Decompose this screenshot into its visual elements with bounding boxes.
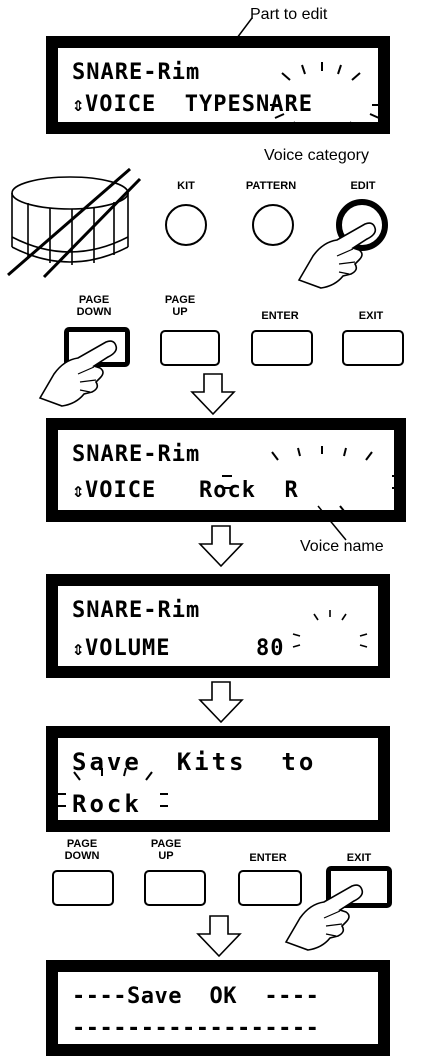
lcd-line-parameter: ⇕VOICE Rock R [72, 478, 299, 503]
lcd-screen-voice-name: SNARE-Rim ⇕VOICE Rock R [46, 418, 406, 522]
page-down-label: PAGE DOWN [76, 294, 112, 318]
blink-rays-icon [292, 610, 368, 648]
blink-rays-icon [58, 767, 168, 831]
volume-value: 80 [256, 636, 285, 661]
voice-name-value: Rock R [199, 478, 299, 503]
down-arrow-icon [198, 525, 244, 568]
pattern-knob-label: PATTERN [245, 180, 297, 192]
snare-drum-icon [7, 167, 142, 279]
exit-button[interactable] [342, 330, 404, 366]
page-up-button[interactable] [160, 330, 220, 366]
lcd-screen-save-kits: Save Kits to Rock [46, 726, 390, 832]
exit-label: EXIT [358, 310, 384, 322]
kit-knob[interactable] [165, 204, 207, 246]
page-down-button[interactable] [52, 870, 114, 906]
up-down-arrow-icon: ⇕ [72, 92, 86, 116]
parameter-name: VOICE [85, 478, 157, 503]
lcd-screen-save-ok: ----Save OK ---- ------------------ [46, 960, 390, 1056]
parameter-name: VOICE TYPE [85, 92, 242, 117]
edit-knob-label: EDIT [350, 180, 376, 192]
lcd-line-parameter: ⇕VOLUME 80 [72, 636, 285, 661]
save-target-value: Rock [72, 790, 142, 818]
pattern-knob[interactable] [252, 204, 294, 246]
down-arrow-icon [190, 373, 236, 416]
lcd-line-part: SNARE-Rim [72, 598, 201, 623]
enter-label: ENTER [261, 310, 299, 322]
lcd-screen-volume: SNARE-Rim ⇕VOLUME 80 [46, 574, 390, 678]
blink-rays-icon [270, 62, 382, 131]
save-ok-message: ----Save OK ---- [72, 984, 320, 1009]
part-to-edit-label: Part to edit [250, 6, 328, 23]
lcd-dash-line: ------------------ [72, 1016, 320, 1041]
blink-rays-icon [222, 446, 402, 541]
lcd-screen-voice-type: SNARE-Rim ⇕VOICE TYPESNARE [46, 36, 390, 134]
page-up-label: PAGE UP [164, 294, 196, 318]
lcd-line-save-prompt: Save Kits to [72, 748, 317, 776]
pointing-hand-icon [284, 884, 364, 951]
exit-label: EXIT [346, 852, 372, 864]
enter-button[interactable] [251, 330, 313, 366]
lcd-line-part: SNARE-Rim [72, 442, 201, 467]
page-down-label: PAGE DOWN [64, 838, 100, 862]
enter-label: ENTER [249, 852, 287, 864]
down-arrow-icon [196, 915, 242, 958]
voice-name-label: Voice name [300, 538, 384, 555]
enter-button[interactable] [238, 870, 302, 906]
parameter-name: VOLUME [85, 636, 171, 661]
voice-category-label: Voice category [264, 147, 369, 164]
pointing-hand-icon [297, 222, 377, 289]
up-down-arrow-icon: ⇕ [72, 636, 86, 660]
down-arrow-icon [198, 681, 244, 724]
pointing-hand-icon [38, 340, 118, 407]
kit-knob-label: KIT [177, 180, 195, 192]
page-up-button[interactable] [144, 870, 206, 906]
lcd-line-part: SNARE-Rim [72, 60, 201, 85]
page-up-label: PAGE UP [150, 838, 182, 862]
up-down-arrow-icon: ⇕ [72, 478, 86, 502]
